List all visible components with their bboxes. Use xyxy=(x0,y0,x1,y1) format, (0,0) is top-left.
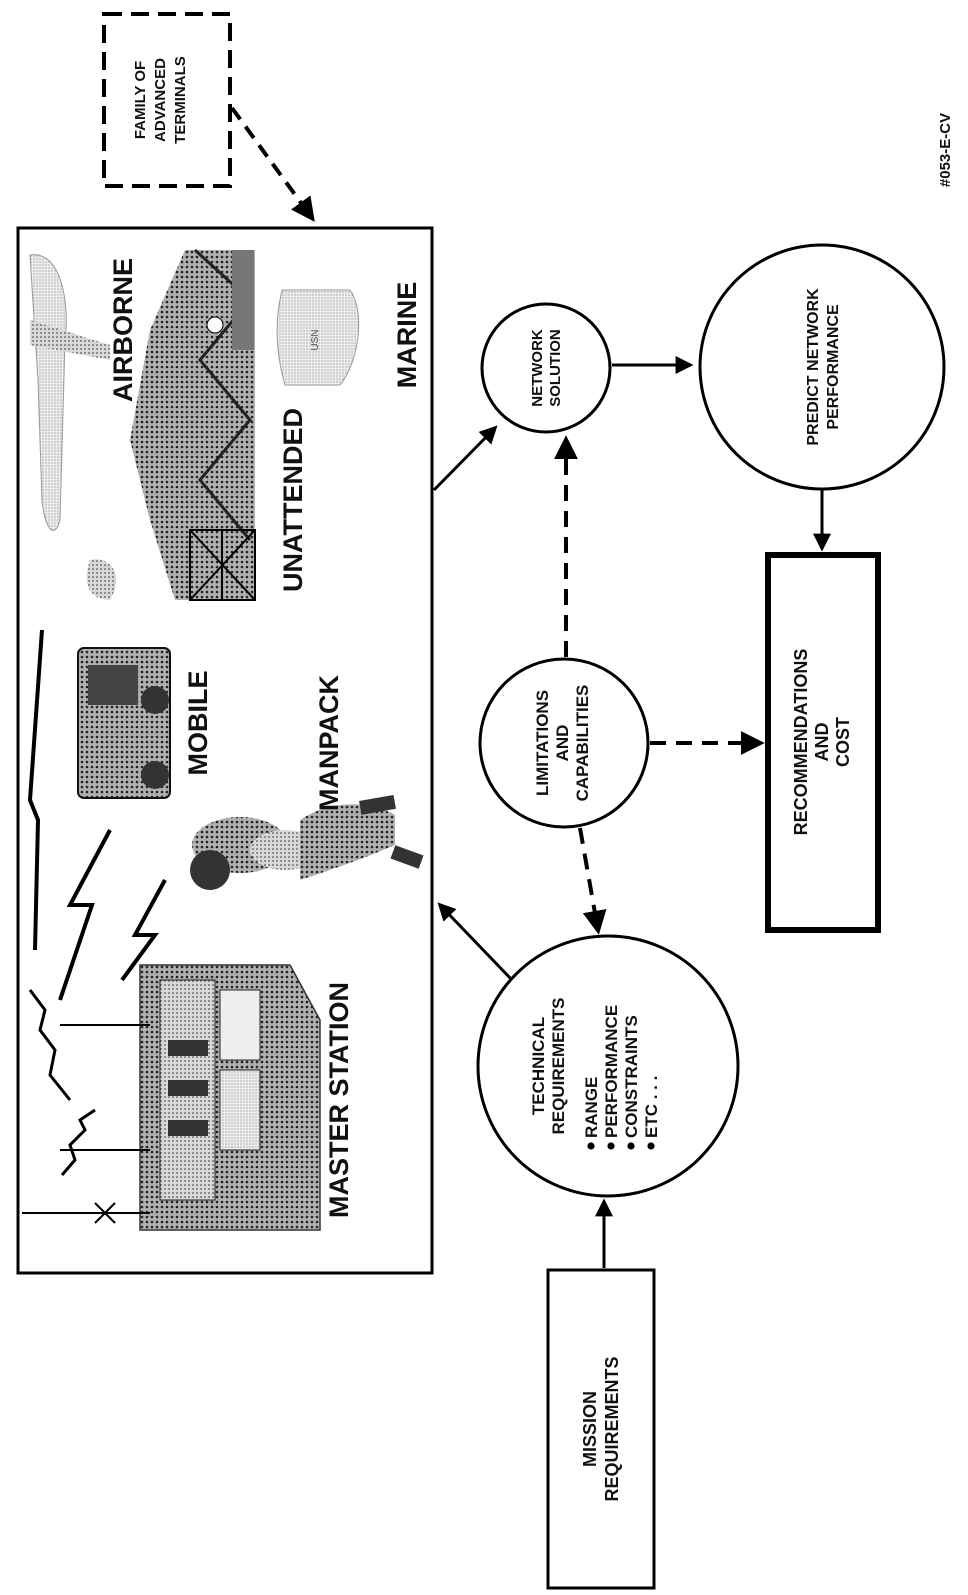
circle-predict-network-performance xyxy=(698,243,946,491)
radio-link-zigzags xyxy=(27,629,167,1001)
predict-line-1: PREDICT NETWORK xyxy=(805,288,822,446)
label-airborne: AIRBORNE xyxy=(108,258,138,402)
document-id: #053-E-CV xyxy=(937,113,954,187)
technical-bullet-constraints: CONSTRAINTS xyxy=(622,1015,641,1138)
dashed-arrows xyxy=(554,435,765,935)
box-recommendations-and-cost xyxy=(765,552,881,933)
predict-line-2: PERFORMANCE xyxy=(825,304,842,430)
airborne-illustration xyxy=(29,254,117,600)
family-label-line-2: ADVANCED xyxy=(152,58,169,142)
limitations-line-3: CAPABILITIES xyxy=(573,685,592,802)
technical-bullet-range: RANGE xyxy=(582,1077,601,1138)
dashed-arrow-limitations-to-technical xyxy=(578,827,607,935)
limitations-line-1: LIMITATIONS xyxy=(533,690,552,796)
technical-bullet-performance: PERFORMANCE xyxy=(602,1005,621,1138)
mission-line-2: REQUIREMENTS xyxy=(602,1356,622,1501)
network-solution-line-2: SOLUTION xyxy=(547,329,564,407)
technical-line-2: REQUIREMENTS xyxy=(549,998,568,1135)
family-of-advanced-terminals-box: FAMILY OF ADVANCED TERMINALS xyxy=(102,12,232,188)
technical-bullet-etc: ETC . . . xyxy=(642,1076,661,1138)
family-label-line-3: TERMINALS xyxy=(172,56,189,144)
circle-network-solution xyxy=(480,302,612,434)
manpack-illustration xyxy=(190,794,424,890)
flow-arrows xyxy=(432,356,831,1268)
mobile-illustration xyxy=(77,647,171,799)
family-dashed-arrow xyxy=(230,106,315,222)
label-marine: MARINE xyxy=(392,282,422,389)
master-station-illustration xyxy=(22,964,321,1231)
technical-line-1: TECHNICAL xyxy=(529,1017,548,1115)
label-mobile: MOBILE xyxy=(183,671,213,776)
unattended-illustration xyxy=(130,248,256,601)
mission-line-1: MISSION xyxy=(580,1391,600,1467)
label-manpack: MANPACK xyxy=(314,675,344,811)
box-mission-requirements xyxy=(546,1268,656,1590)
technical-bullet-list: RANGE PERFORMANCE CONSTRAINTS ETC . . . xyxy=(582,1005,661,1150)
hull-marking: USN xyxy=(310,329,321,350)
recommendations-line-3: COST xyxy=(833,717,853,767)
limitations-line-2: AND xyxy=(553,725,572,762)
arrow-technical-to-frame xyxy=(437,902,514,982)
recommendations-line-1: RECOMMENDATIONS xyxy=(791,649,811,836)
family-label-line-1: FAMILY OF xyxy=(132,61,149,139)
arrow-frame-to-network-solution xyxy=(432,425,498,492)
recommendations-line-2: AND xyxy=(812,723,832,762)
network-solution-line-1: NETWORK xyxy=(529,329,546,407)
circle-limitations-and-capabilities xyxy=(478,657,650,829)
label-master-station: MASTER STATION xyxy=(324,982,354,1218)
label-unattended: UNATTENDED xyxy=(278,408,308,592)
circle-technical-requirements xyxy=(476,934,740,1198)
marine-illustration: USN xyxy=(276,289,360,386)
